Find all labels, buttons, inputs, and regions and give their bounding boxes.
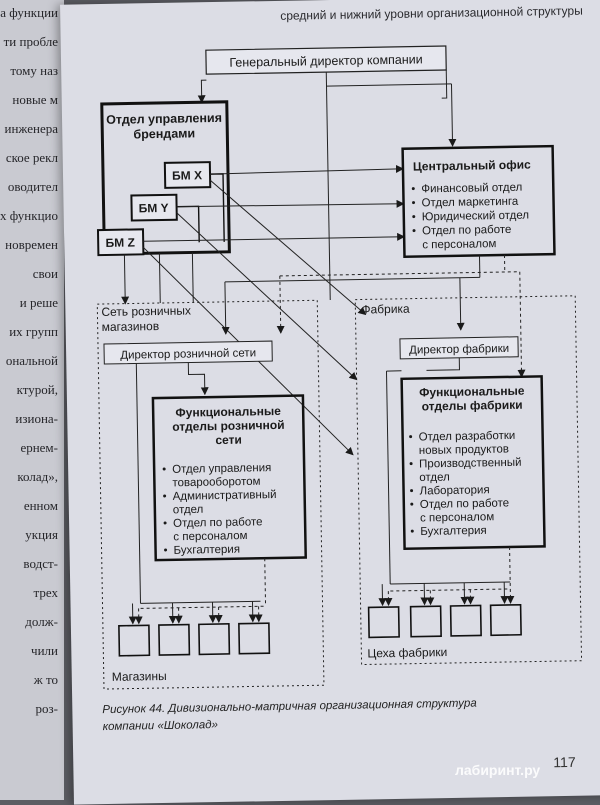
left-page-text-fragment: ж то bbox=[34, 672, 58, 688]
store-box bbox=[119, 625, 150, 656]
bullet-dot bbox=[412, 201, 415, 204]
left-page-text-fragment: их групп bbox=[9, 324, 58, 340]
department-item: Лаборатория bbox=[419, 484, 489, 497]
left-page-text-fragment: х функцио bbox=[0, 208, 58, 224]
book-page: средний и нижний уровни организационной … bbox=[60, 0, 600, 805]
department-item: Бухгалтерия bbox=[420, 525, 487, 538]
department-item: Финансовый отдел bbox=[421, 182, 522, 196]
department-item: Бухгалтерия bbox=[173, 544, 240, 557]
left-page-text-fragment: колад», bbox=[17, 469, 58, 485]
bullet-dot bbox=[163, 494, 166, 497]
department-item: с персоналом bbox=[422, 238, 496, 251]
retail-area-label-2: магазинов bbox=[102, 319, 160, 334]
department-item: отдел bbox=[419, 471, 450, 484]
factory-shops-label: Цеха фабрики bbox=[367, 645, 447, 660]
bullet-dot bbox=[163, 467, 166, 470]
left-page-text-fragment: водст- bbox=[23, 556, 58, 572]
watermark-logo: лабиринт.ру bbox=[455, 762, 540, 778]
bullet-dot bbox=[409, 435, 412, 438]
bullet-dot bbox=[411, 530, 414, 533]
bullet-dot bbox=[410, 462, 413, 465]
left-page-text-fragment: на функции bbox=[0, 5, 58, 21]
left-page-text-fragment: и реше bbox=[20, 295, 58, 311]
factory-shop-box bbox=[451, 605, 482, 636]
bullet-dot bbox=[410, 489, 413, 492]
factory-functions-title: отделы фабрики bbox=[422, 398, 523, 414]
left-page-text-fragment: трех bbox=[34, 585, 58, 601]
department-item: Отдел по работе bbox=[422, 224, 512, 238]
left-page-text-fragment: енном bbox=[24, 498, 58, 514]
page-number: 117 bbox=[553, 754, 576, 770]
department-item: Отдел управления bbox=[172, 462, 271, 476]
bm-z-label: БМ Z bbox=[105, 235, 135, 250]
brand-dept-label-1: Отдел управления bbox=[106, 111, 222, 127]
brand-dept-label-2: брендами bbox=[133, 126, 195, 141]
left-page-text-fragment: новремен bbox=[5, 237, 58, 253]
department-item: Отдел по работе bbox=[173, 516, 263, 530]
department-item: с персоналом bbox=[173, 530, 247, 543]
left-page-text-fragment: ское рекл bbox=[6, 150, 58, 166]
factory-director-label: Директор фабрики bbox=[409, 343, 509, 357]
bm-y-label: БМ Y bbox=[139, 201, 169, 216]
figure-caption: Рисунок 44. Дивизионально-матричная орга… bbox=[102, 694, 543, 736]
bullet-dot bbox=[412, 187, 415, 190]
left-page-text-fragment: долж- bbox=[25, 614, 58, 630]
left-page-text-fragment: свои bbox=[33, 266, 58, 282]
department-item: Отдел разработки bbox=[419, 430, 516, 444]
central-office-title: Центральный офис bbox=[413, 158, 531, 174]
department-item: Административный bbox=[173, 489, 277, 503]
org-chart-diagram: Генеральный директор компании Отдел упра… bbox=[60, 0, 600, 705]
left-page-text-fragment: оводител bbox=[8, 179, 58, 195]
store-box bbox=[239, 623, 270, 654]
department-item: Производственный bbox=[419, 457, 522, 471]
retail-director-label: Директор розничной сети bbox=[120, 347, 256, 361]
left-page-text-fragment: инженера bbox=[5, 121, 59, 137]
factory-shop-box bbox=[369, 607, 400, 638]
bullet-dot bbox=[164, 548, 167, 551]
bullet-dot bbox=[410, 503, 413, 506]
department-item: отдел bbox=[173, 504, 204, 517]
left-page-text-fragment: ктурой, bbox=[17, 382, 58, 398]
factory-shop-box bbox=[411, 606, 442, 637]
factory-shop-box bbox=[491, 605, 522, 636]
left-page-edge: на функции ти пробле тому наз новые м инжене… bbox=[0, 0, 64, 800]
bullet-dot bbox=[412, 215, 415, 218]
left-page-text-fragment: изиона- bbox=[15, 411, 58, 427]
department-item: Отдел по работе bbox=[420, 497, 510, 511]
department-item: Отдел маркетинга bbox=[421, 196, 519, 210]
left-page-text-fragment: ти пробле bbox=[4, 34, 58, 50]
left-page-text-fragment: тому наз bbox=[10, 63, 58, 79]
left-page-text-fragment: чили bbox=[31, 643, 58, 659]
department-item: Юридический отдел bbox=[422, 210, 529, 224]
left-page-text-fragment: ернем- bbox=[20, 440, 58, 456]
retail-functions-title: сети bbox=[215, 433, 242, 447]
bullet-dot bbox=[164, 521, 167, 524]
bullet-dot bbox=[413, 229, 416, 232]
bm-x-label: БМ X bbox=[172, 168, 202, 183]
retail-area-label-1: Сеть розничных bbox=[101, 303, 191, 319]
stores-label: Магазины bbox=[112, 669, 167, 684]
store-box bbox=[199, 624, 230, 655]
left-page-text-fragment: ональной bbox=[6, 353, 58, 369]
department-item: с персоналом bbox=[420, 511, 494, 524]
department-item: товарооборотом bbox=[172, 476, 260, 490]
left-page-text-fragment: новые м bbox=[12, 92, 58, 108]
left-page-text-fragment: роз- bbox=[36, 701, 58, 717]
left-page-text-fragment: укция bbox=[25, 527, 58, 543]
department-item: новых продуктов bbox=[419, 443, 509, 457]
factory-area-label: Фабрика bbox=[361, 302, 410, 317]
store-box bbox=[159, 625, 190, 656]
retail-functions-title: отделы розничной bbox=[172, 418, 284, 434]
